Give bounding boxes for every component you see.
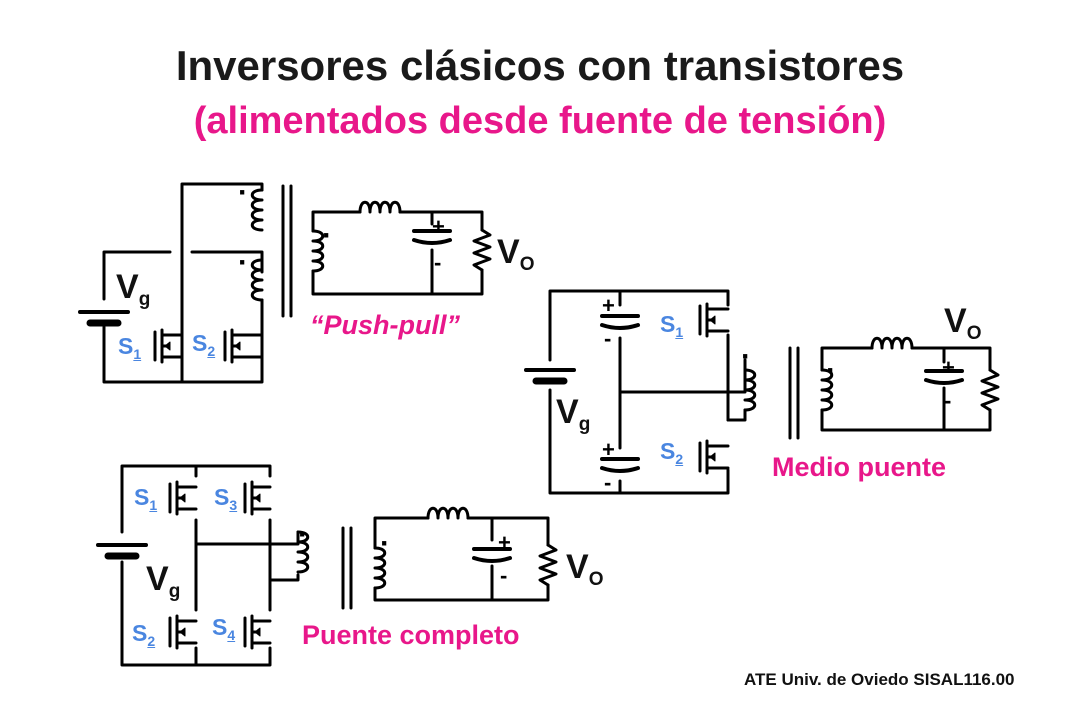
s2-label: S2 [192,330,216,359]
medio-puente-label: Medio puente [772,452,946,482]
s2-label: S2 [660,438,684,467]
polarity-dot: · [380,527,390,560]
vg-label: Vg [556,393,591,435]
polarity-dot: · [741,340,751,373]
cap-minus: - [944,388,952,413]
cap-plus: + [602,437,615,462]
puente-completo-label: Puente completo [302,620,520,650]
cap-plus: + [602,293,615,318]
polarity-dot: · [238,176,248,209]
s1-label: S1 [660,311,684,340]
push-pull-label: “Push-pull” [310,310,460,340]
polarity-dot: · [826,354,836,387]
polarity-dot: · [322,219,332,252]
cap-plus: + [942,355,955,380]
polarity-dot: · [298,518,308,551]
medio-puente-circuit [524,289,1000,495]
s3-label: S3 [214,484,238,513]
footer-credit: ATE Univ. de Oviedo SISAL116.00 [744,670,1015,689]
s4-label: S4 [212,614,236,643]
cap-plus: + [498,530,511,555]
vo-label: VO [566,548,604,590]
polarity-dot: · [238,246,248,279]
cap-minus: - [500,563,508,588]
push-pull-circuit [78,182,492,384]
cap-minus: - [604,470,612,495]
vg-label: Vg [116,268,151,310]
vo-label: VO [497,233,535,275]
vg-label: Vg [146,560,181,602]
cap-minus: - [604,326,612,351]
puente-completo-circuit [96,464,558,667]
slide-title: Inversores clásicos con transistores [175,42,905,89]
s1-label: S1 [118,333,142,362]
cap-plus: + [432,214,445,239]
slide-subtitle: (alimentados desde fuente de tensión) [193,100,887,142]
vo-label: VO [944,302,982,344]
s2-label: S2 [132,620,156,649]
cap-minus: - [434,250,442,275]
s1-label: S1 [134,484,158,513]
